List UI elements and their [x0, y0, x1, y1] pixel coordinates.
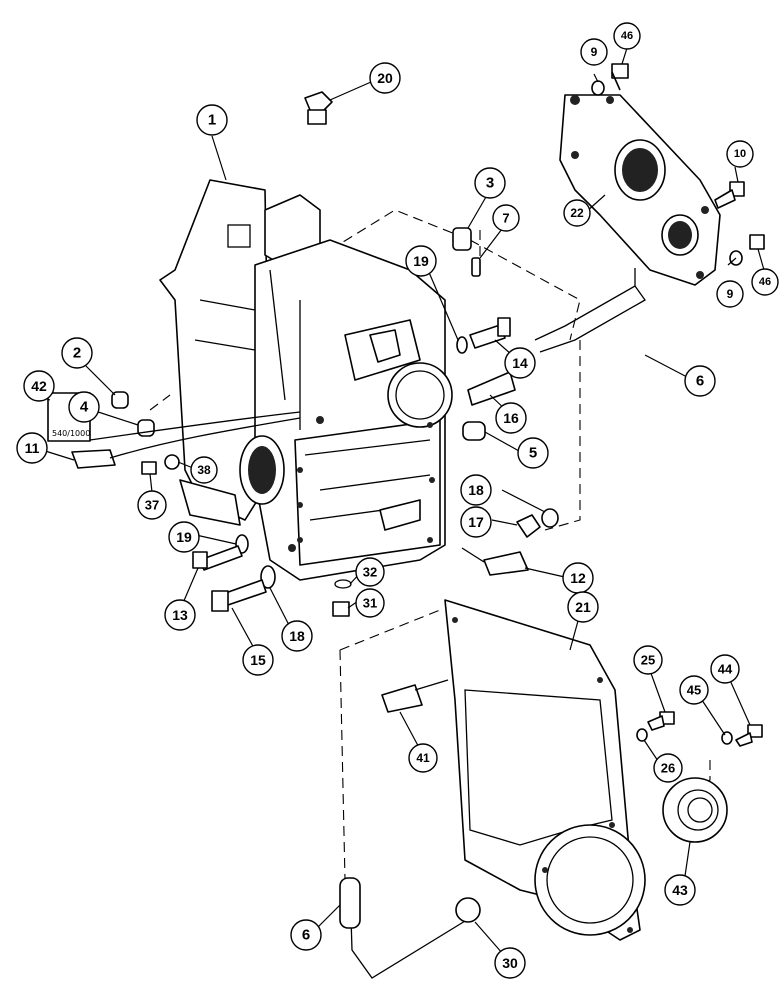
svg-text:5: 5	[529, 445, 537, 462]
callout-17[interactable]: 17	[460, 506, 492, 538]
svg-text:18: 18	[468, 482, 484, 498]
svg-text:21: 21	[575, 599, 591, 615]
svg-text:32: 32	[363, 565, 377, 580]
svg-text:43: 43	[672, 882, 688, 898]
callout-30[interactable]: 30	[494, 947, 526, 979]
svg-text:46: 46	[759, 276, 771, 288]
callout-9a[interactable]: 9	[580, 38, 608, 66]
svg-text:41: 41	[416, 751, 430, 765]
svg-text:17: 17	[468, 514, 484, 530]
svg-text:3: 3	[486, 175, 494, 192]
callout-37[interactable]: 37	[137, 490, 167, 520]
svg-text:20: 20	[377, 70, 393, 86]
callout-25[interactable]: 25	[633, 645, 663, 675]
assembly-dashed-lines	[149, 209, 711, 881]
callout-45[interactable]: 45	[679, 675, 709, 705]
svg-text:12: 12	[570, 570, 586, 586]
svg-text:19: 19	[413, 253, 429, 269]
callout-1[interactable]: 1	[196, 104, 228, 136]
svg-text:45: 45	[687, 683, 701, 698]
callout-19a[interactable]: 19	[405, 245, 437, 277]
svg-text:16: 16	[503, 410, 519, 426]
svg-text:14: 14	[512, 355, 528, 371]
callout-6a[interactable]: 6	[684, 365, 716, 397]
svg-text:38: 38	[197, 463, 211, 477]
svg-text:15: 15	[250, 652, 266, 668]
callout-18b[interactable]: 18	[281, 620, 313, 652]
svg-text:6: 6	[696, 373, 704, 390]
svg-text:10: 10	[734, 148, 746, 160]
svg-text:1: 1	[208, 112, 216, 129]
bracket-plate	[559, 94, 721, 286]
callout-46a[interactable]: 46	[613, 22, 641, 50]
svg-text:37: 37	[145, 498, 159, 513]
decal-label: 540/1000	[52, 429, 90, 438]
svg-text:7: 7	[502, 211, 509, 226]
callout-3[interactable]: 3	[474, 167, 506, 199]
main-housing	[159, 179, 453, 581]
callout-43[interactable]: 43	[664, 874, 696, 906]
callout-46b[interactable]: 46	[751, 268, 779, 296]
rear-cover	[444, 599, 646, 941]
callout-4[interactable]: 4	[68, 391, 100, 423]
callout-15[interactable]: 15	[242, 644, 274, 676]
svg-text:44: 44	[718, 662, 733, 677]
callout-38[interactable]: 38	[190, 456, 218, 484]
callout-5[interactable]: 5	[517, 437, 549, 469]
svg-text:19: 19	[176, 529, 192, 545]
callout-20[interactable]: 20	[369, 62, 401, 94]
svg-text:13: 13	[172, 607, 188, 623]
svg-text:9: 9	[591, 45, 598, 59]
callout-22[interactable]: 22	[563, 199, 591, 227]
callout-16[interactable]: 16	[495, 402, 527, 434]
svg-text:11: 11	[25, 440, 40, 456]
svg-text:46: 46	[621, 30, 633, 42]
svg-text:2: 2	[73, 345, 81, 362]
callout-10[interactable]: 10	[726, 140, 754, 168]
svg-text:31: 31	[363, 596, 377, 611]
callout-21[interactable]: 21	[567, 591, 599, 623]
callout-7[interactable]: 7	[492, 204, 520, 232]
svg-text:42: 42	[31, 378, 47, 394]
svg-text:26: 26	[661, 761, 675, 776]
callout-26[interactable]: 26	[653, 753, 683, 783]
callout-14[interactable]: 14	[504, 347, 536, 379]
callout-19b[interactable]: 19	[168, 521, 200, 553]
svg-text:22: 22	[570, 206, 584, 220]
callout-41[interactable]: 41	[408, 743, 438, 773]
callout-9b[interactable]: 9	[716, 280, 744, 308]
svg-text:18: 18	[289, 628, 305, 644]
callouts: 1 2 3 4 5 6 6 7 9 9 10 11 12 13 14 15 16…	[16, 22, 779, 979]
housing-window	[227, 224, 251, 248]
callout-12[interactable]: 12	[562, 562, 594, 594]
small-parts: 540/1000	[47, 63, 765, 979]
callout-32[interactable]: 32	[355, 557, 385, 587]
callout-6b[interactable]: 6	[290, 919, 322, 951]
callout-31[interactable]: 31	[355, 588, 385, 618]
svg-text:6: 6	[302, 927, 310, 944]
callout-18a[interactable]: 18	[460, 474, 492, 506]
svg-text:25: 25	[641, 653, 655, 668]
svg-text:30: 30	[502, 955, 518, 971]
callout-13[interactable]: 13	[164, 599, 196, 631]
callout-42[interactable]: 42	[23, 370, 55, 402]
svg-text:9: 9	[727, 287, 734, 301]
callout-44[interactable]: 44	[710, 654, 740, 684]
svg-text:4: 4	[80, 399, 89, 416]
callout-2[interactable]: 2	[61, 337, 93, 369]
callout-11[interactable]: 11	[16, 432, 48, 464]
